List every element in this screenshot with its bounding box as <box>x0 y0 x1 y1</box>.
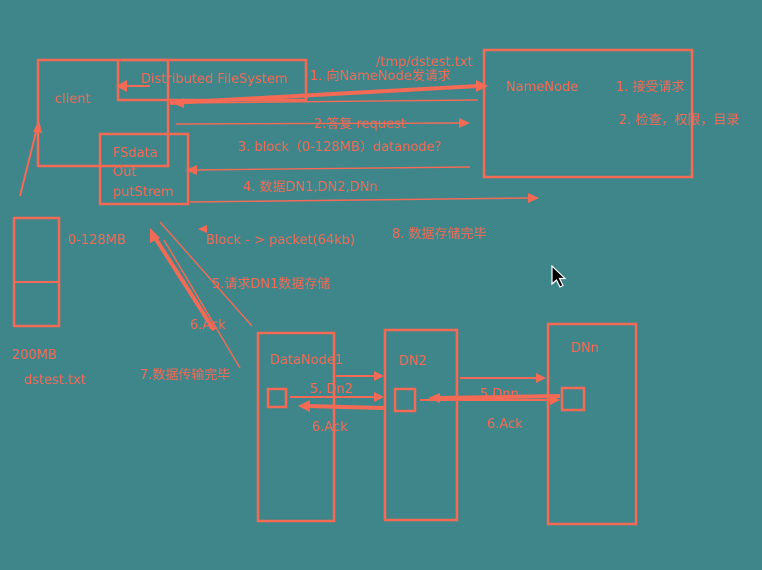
client-label: client <box>55 92 91 107</box>
file-to-client-arrow <box>19 127 38 197</box>
dnn-dn2-ack-arrow <box>437 394 561 400</box>
dn-step5b-label: 5.Dnn <box>480 387 519 402</box>
file-size-label: 200MB <box>12 348 57 363</box>
step5-arrow <box>159 221 253 327</box>
step3-arrow <box>193 166 471 171</box>
step5-label: 5.请求DN1数据存储 <box>212 277 330 292</box>
namenode-note-2: 2. 检查，权限，目录 <box>619 112 740 128</box>
dn-step5a-label: 5. Dn2 <box>310 382 353 397</box>
step1-arrow <box>169 84 479 105</box>
dnn-dn2-ack-arrowhead <box>428 393 440 403</box>
dfs-label: Distributed FileSystem <box>141 72 288 87</box>
dn2-dn1-ack-arrow <box>305 404 385 410</box>
file-to-client-arrowhead <box>33 120 42 133</box>
datanode1-box <box>256 331 336 523</box>
fsdata-label-1: FSdata <box>113 146 158 161</box>
step7-arrow <box>163 239 241 369</box>
step3-label: 3. block（0-128MB）datanode? <box>238 140 442 155</box>
dn2-box <box>383 328 459 522</box>
mouse-pointer-icon <box>551 264 567 288</box>
dnn-block <box>560 386 586 412</box>
dn1-dn2-arrowhead-mid <box>374 392 384 402</box>
dn2-block <box>393 387 417 413</box>
namenode-box <box>482 48 694 179</box>
datanode1-block <box>266 387 288 409</box>
dfs-in-arrowhead <box>116 80 127 92</box>
namenode-note-1: 1. 接受请求 <box>616 79 685 95</box>
file-name-label: dstest.txt <box>24 373 86 388</box>
dn1-dn2-arrowhead-top <box>374 371 384 381</box>
datanode1-label: DataNode1 <box>270 353 343 368</box>
dnn-label: DNn <box>571 341 599 356</box>
step8-label: 8. 数据存储完毕 <box>392 227 487 242</box>
namenode-label: NameNode <box>506 80 578 95</box>
step6-arrow <box>152 234 216 332</box>
step4-arrow <box>189 197 531 203</box>
step6-label: 6.Ack <box>190 318 226 333</box>
step3-arrowhead <box>186 165 197 175</box>
fsdata-label-3: putStrem <box>113 185 174 200</box>
fsdata-label-2: Out <box>113 165 137 180</box>
step2-arrow <box>179 99 479 104</box>
client-box <box>36 58 170 168</box>
step6-arrowhead <box>150 228 160 243</box>
dn-step6a-label: 6.Ack <box>312 420 348 435</box>
step7-label: 7.数据传输完毕 <box>140 367 230 383</box>
dn2-dn1-ack-arrowhead <box>298 400 310 412</box>
step2b-arrow <box>175 122 463 125</box>
step1-arrowhead <box>476 80 488 92</box>
dn2-dnn-arrowhead-top <box>536 373 546 383</box>
file-path-label: /tmp/dstest.txt <box>376 55 473 70</box>
dnn-box <box>546 322 638 526</box>
block-range-label: 0-128MB <box>68 233 126 248</box>
step1-label: 1. 向NameNode发请求 <box>310 68 451 84</box>
step2-arrowhead <box>172 98 184 108</box>
step2b-arrowhead <box>459 118 470 128</box>
dn2-label: DN2 <box>399 354 427 369</box>
packet-label: Block - > packet(64kb) <box>206 233 355 248</box>
file-block-box <box>12 216 61 328</box>
step4-arrowhead <box>528 193 539 203</box>
packet-arrowhead <box>198 225 207 233</box>
step4-label: 4. 数据DN1,DN2,DNn <box>243 180 378 195</box>
fsdata-box <box>98 132 190 206</box>
dn-step6b-label: 6.Ack <box>487 417 523 432</box>
